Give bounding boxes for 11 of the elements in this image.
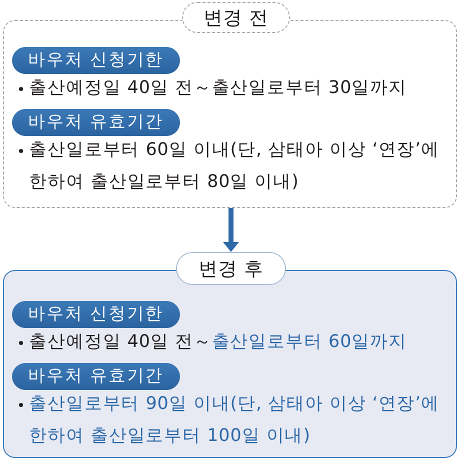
arrow [223,208,239,252]
category-tag: 바우처 신청기한 [12,47,180,74]
bullet-text: 출산예정일 40일 전～출산일로부터 30일까지 [29,77,408,100]
category-tag: 바우처 유효기간 [12,363,180,390]
category-tag: 바우처 유효기간 [12,109,180,136]
section-heading-tag: 변경 후 [176,252,286,285]
bullet-text: 출산예정일 40일 전～출산일로부터 60일까지 [29,331,408,354]
category-tag: 바우처 신청기한 [12,301,180,328]
bullet-text: 출산일로부터 90일 이내(단, 삼태아 이상 ‘연장’에 한하여 출산일로부터 100일 이내) [29,393,441,448]
section-heading-tag: 변경 전 [182,2,290,33]
bullet-text: 출산일로부터 60일 이내(단, 삼태아 이상 ‘연장’에 한하여 출산일로부터 80일 이내) [29,139,441,194]
